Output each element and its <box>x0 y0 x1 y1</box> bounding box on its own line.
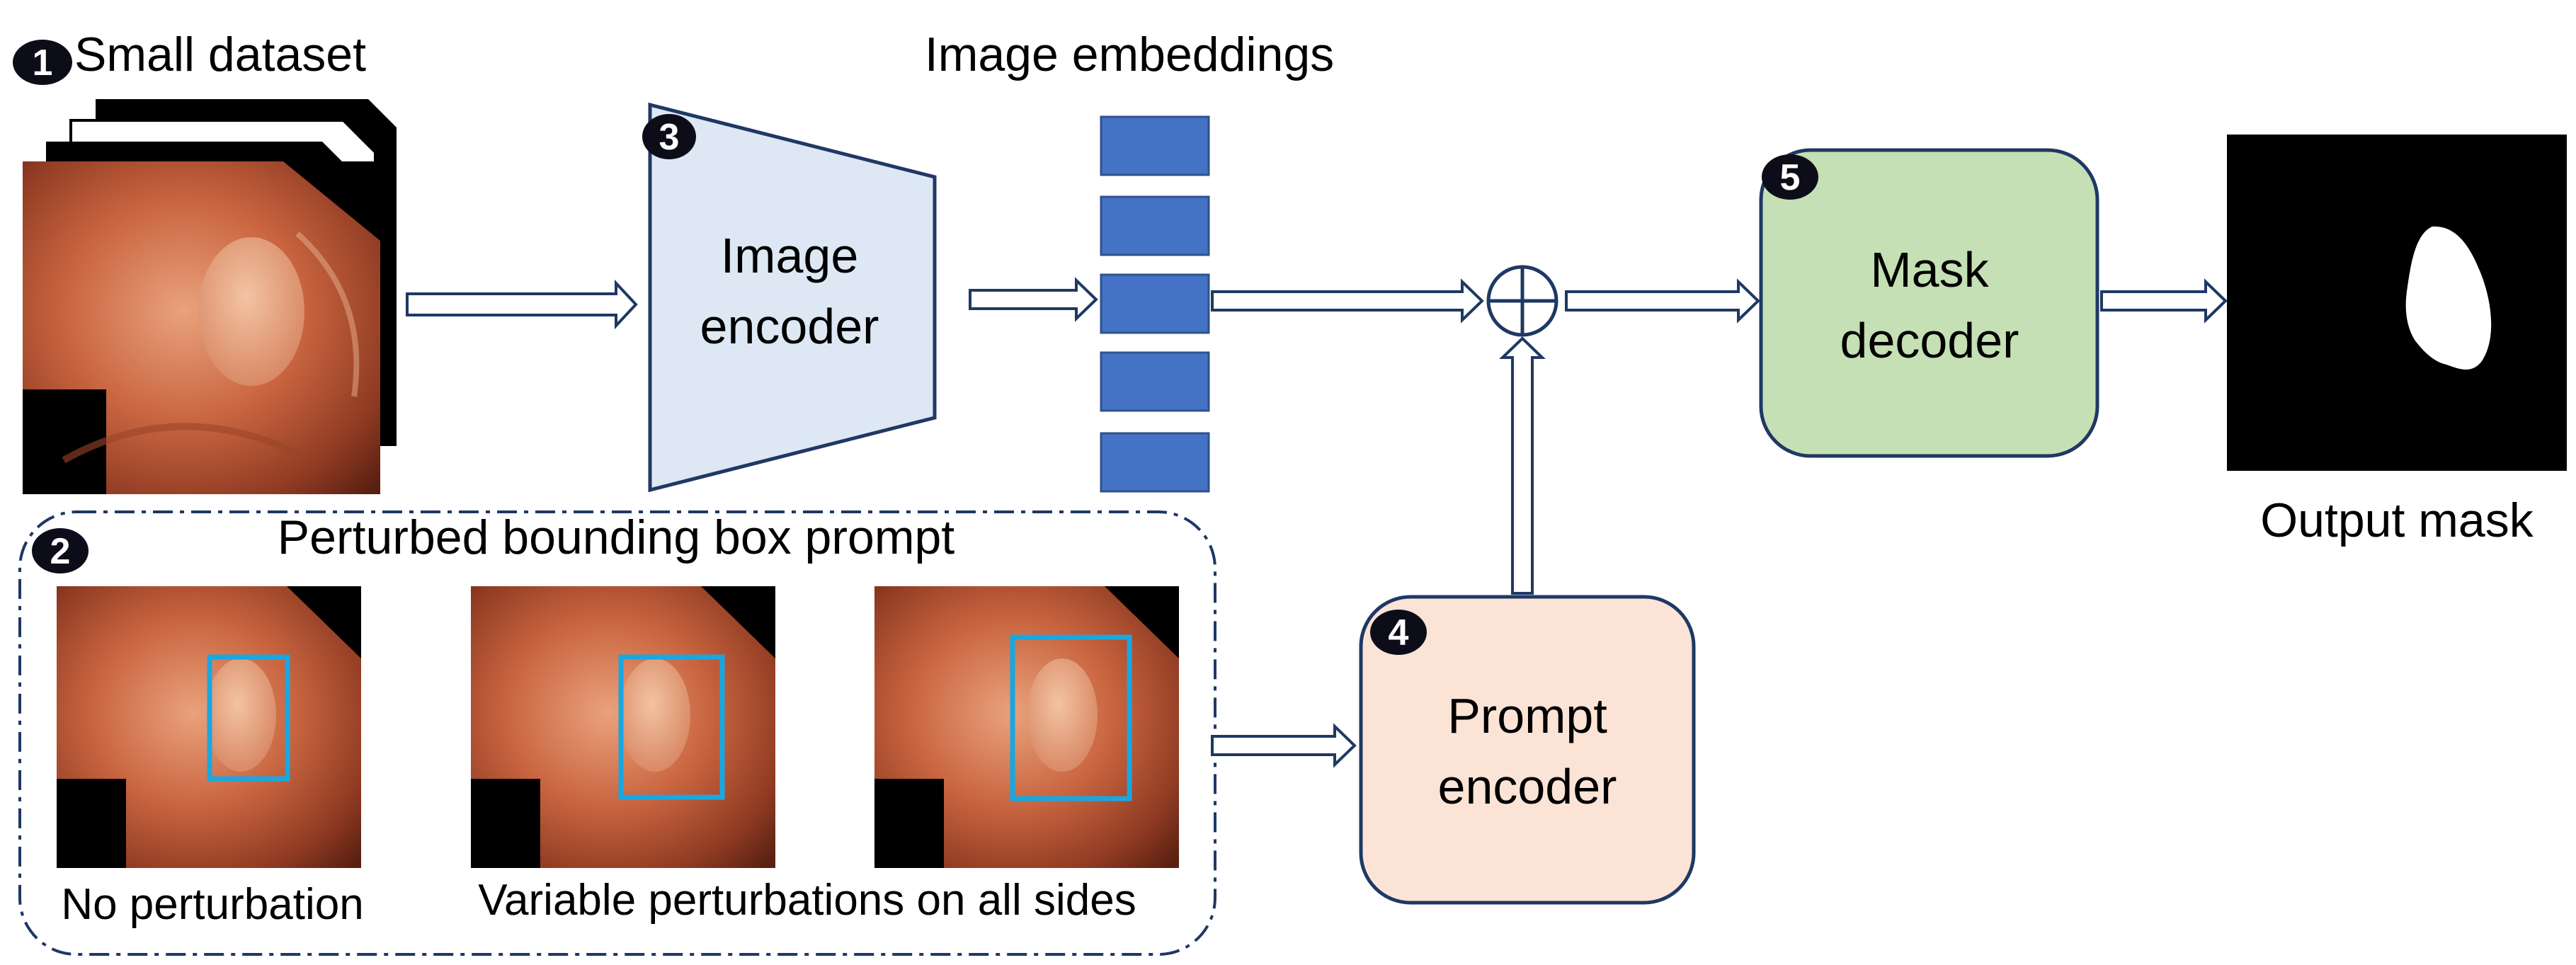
prompt-encoder-block <box>1359 595 1696 905</box>
output-mask-label: Output mask <box>2260 493 2534 547</box>
embedding-token <box>1100 351 1210 412</box>
step-badge-5: 5 <box>1762 154 1818 200</box>
arrow-prompt-to-combine <box>1499 336 1546 595</box>
mask-decoder-label-line1: Mask <box>1870 242 1989 297</box>
arrow-prompts-to-prompt-encoder <box>1211 723 1357 768</box>
prompt-image-perturbation-b <box>874 586 1179 868</box>
step-badge-3: 3 <box>642 114 696 159</box>
mask-decoder-block <box>1759 148 2099 458</box>
svg-text:3: 3 <box>659 117 680 158</box>
output-mask-image <box>2227 135 2567 471</box>
prompt-image-no-perturbation <box>57 586 361 868</box>
bounding-box <box>618 654 725 800</box>
image-encoder-label-line1: Image <box>721 228 859 283</box>
image-encoder-block <box>648 102 937 493</box>
embedding-token <box>1100 432 1210 493</box>
embedding-token <box>1100 115 1210 176</box>
image-encoder-label-line2: encoder <box>700 299 879 354</box>
perturbed-prompt-group <box>18 510 1216 956</box>
step-badge-1: 1 <box>13 40 72 85</box>
image-embeddings <box>1100 115 1210 493</box>
small-dataset-label: Small dataset <box>74 28 366 81</box>
arrow-embeddings-to-combine <box>1211 278 1484 324</box>
step-badge-2: 2 <box>32 528 89 573</box>
arrow-encoder-to-embeddings <box>969 277 1098 322</box>
prompt-encoder-label-line1: Prompt <box>1447 688 1607 743</box>
step-badge-4: 4 <box>1370 610 1427 655</box>
image-embeddings-label: Image embeddings <box>925 28 1334 81</box>
stack-image-front <box>23 161 380 494</box>
variable-perturbations-label: Variable perturbations on all sides <box>478 876 1136 925</box>
bounding-box <box>207 654 290 782</box>
small-dataset-stack <box>23 99 397 494</box>
arrow-dataset-to-encoder <box>406 279 638 330</box>
no-perturbation-label: No perturbation <box>61 880 363 929</box>
svg-text:5: 5 <box>1780 157 1801 198</box>
svg-text:4: 4 <box>1389 612 1409 653</box>
bounding-box <box>1010 634 1132 801</box>
svg-text:2: 2 <box>50 531 71 572</box>
arrow-combine-to-decoder <box>1565 278 1760 324</box>
arrow-decoder-to-output <box>2100 278 2228 324</box>
prompt-image-perturbation-a <box>471 586 775 868</box>
embedding-token <box>1100 195 1210 256</box>
svg-text:1: 1 <box>33 42 53 84</box>
combine-operator-icon <box>1486 265 1558 337</box>
embedding-token <box>1100 273 1210 334</box>
prompt-encoder-label-line2: encoder <box>1438 759 1617 814</box>
perturbed-prompt-label: Perturbed bounding box prompt <box>278 510 955 564</box>
mask-decoder-label-line2: decoder <box>1840 313 2019 368</box>
